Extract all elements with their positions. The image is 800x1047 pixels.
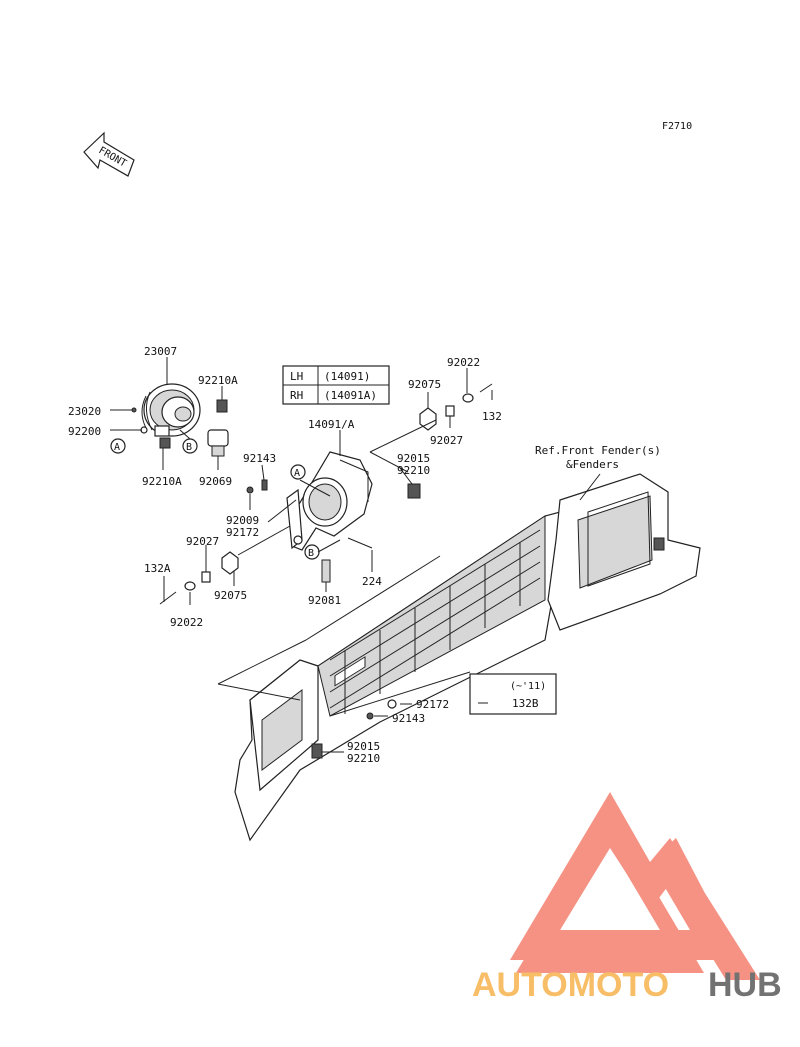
- table-row-lh-code: (14091): [324, 370, 370, 383]
- table-row-rh-side: RH: [290, 389, 303, 402]
- part-92172-bottom: 92172: [416, 698, 449, 711]
- watermark-logo-icon: AUTOMOTO HUB: [472, 792, 782, 1004]
- part-132: 132: [482, 410, 502, 423]
- part-14091A: 14091/A: [308, 418, 355, 431]
- headlight-assembly: [110, 383, 229, 457]
- part-92210-top: 92210: [397, 464, 430, 477]
- part-92143-top: 92143: [243, 452, 276, 465]
- part-92015-top: 92015: [397, 452, 430, 465]
- part-92015-bottom: 92015: [347, 740, 380, 753]
- watermark-text-automoto: AUTOMOTO: [472, 966, 669, 1004]
- part-92200: 92200: [68, 425, 101, 438]
- part-92081: 92081: [308, 594, 341, 607]
- part-92210A-bottom: 92210A: [142, 475, 182, 488]
- part-132B: 132B: [512, 697, 539, 710]
- table-row-rh-code: (14091A): [324, 389, 377, 402]
- part-92075-top: 92075: [408, 378, 441, 391]
- figure-code: F2710: [662, 121, 692, 132]
- ref-b-mid: B: [308, 548, 314, 559]
- year-note-label: (~'11): [510, 681, 546, 692]
- front-grille-panel: [234, 511, 581, 842]
- part-92027-left: 92027: [186, 535, 219, 548]
- part-92009: 92009: [226, 514, 259, 527]
- part-92210A-top: 92210A: [198, 374, 238, 387]
- front-fender-bracket: [547, 473, 701, 631]
- ref-a-left: A: [114, 442, 120, 453]
- ref-note-line2: &Fenders: [566, 458, 619, 471]
- headlight-bracket: [246, 451, 421, 583]
- fasteners-left: [159, 551, 239, 605]
- part-92210-bottom: 92210: [347, 752, 380, 765]
- part-92143-bottom: 92143: [392, 712, 425, 725]
- ref-a-mid: A: [294, 468, 300, 479]
- ref-note-line1: Ref.Front Fender(s): [535, 444, 661, 457]
- ref-b-left: B: [186, 442, 192, 453]
- part-132A: 132A: [144, 562, 171, 575]
- year-note-box: (~'11) 132B: [469, 673, 557, 715]
- fasteners-top-right: [419, 383, 493, 431]
- part-92069: 92069: [199, 475, 232, 488]
- watermark-text-hub: HUB: [708, 966, 782, 1004]
- part-92027-top: 92027: [430, 434, 463, 447]
- side-table: LH (14091) RH (14091A): [282, 365, 390, 405]
- part-92022-top: 92022: [447, 356, 480, 369]
- leader-lines-middle: [163, 368, 493, 605]
- part-23020: 23020: [68, 405, 101, 418]
- part-92022-left: 92022: [170, 616, 203, 629]
- table-row-lh-side: LH: [290, 370, 303, 383]
- front-arrow-icon: FRONT: [83, 131, 135, 177]
- leader-lines-left: [110, 357, 223, 470]
- part-92075-left: 92075: [214, 589, 247, 602]
- part-23007: 23007: [144, 345, 177, 358]
- part-92172-top: 92172: [226, 526, 259, 539]
- part-224: 224: [362, 575, 382, 588]
